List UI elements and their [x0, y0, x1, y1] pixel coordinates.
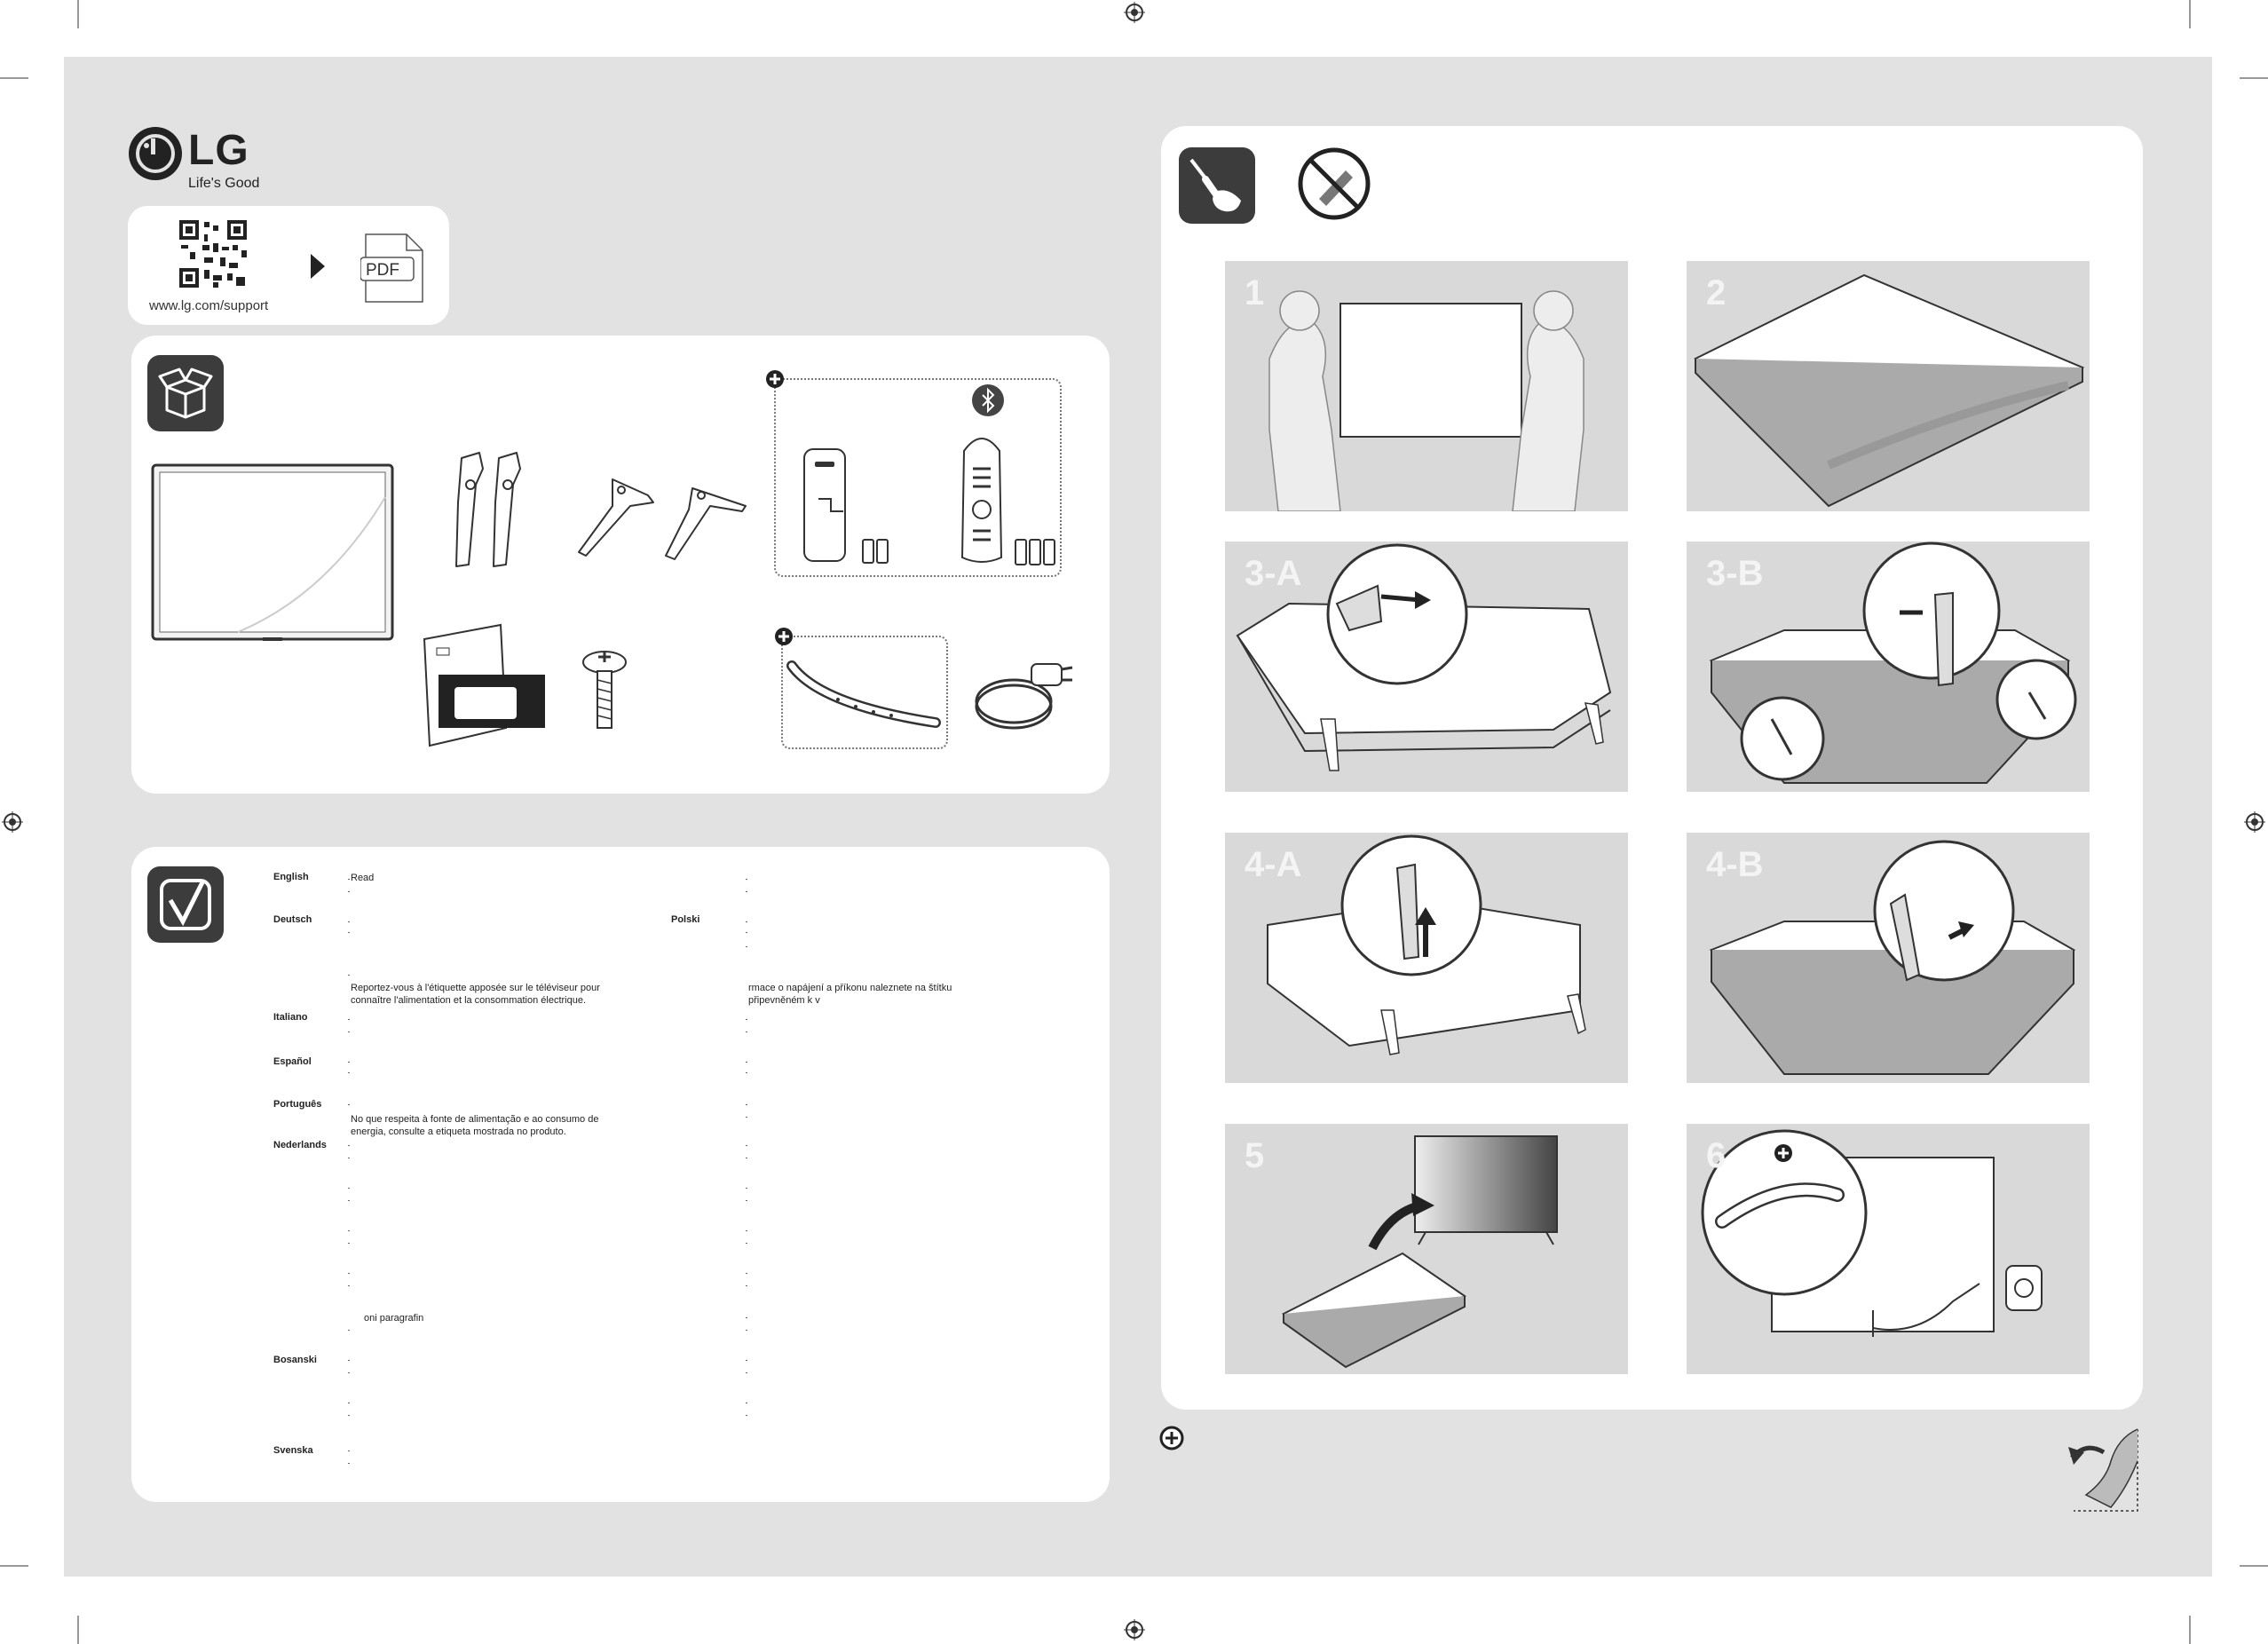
stand-legs-item: [444, 449, 568, 573]
step-cell-3b: 3-B: [1687, 541, 2090, 792]
step-number: 5: [1245, 1136, 1265, 1175]
step-number: 2: [1706, 273, 1727, 312]
registration-mark-top: [1124, 2, 1145, 23]
stand-feet-item: [568, 470, 763, 568]
bluetooth-icon: [971, 383, 1005, 417]
language-portugues: Português: [273, 1099, 322, 1110]
magic-remote-item: [955, 424, 1062, 570]
language-nederlands: Nederlands: [273, 1140, 327, 1150]
step-number: 4-A: [1245, 845, 1302, 884]
lg-logo-text: LG: [188, 127, 249, 174]
step-number: 4-B: [1706, 845, 1764, 884]
pdf-label: PDF: [366, 261, 399, 280]
note-portuguese: No que respeita à fonte de alimentação e…: [351, 1114, 599, 1137]
safety-notes-panel: [131, 847, 1110, 1502]
no-cutter-icon: [1296, 146, 1372, 222]
language-deutsch: Deutsch: [273, 914, 312, 925]
tv-screen-item: [149, 462, 396, 644]
pdf-icon[interactable]: [360, 233, 424, 304]
step-cell-3a: 3-A: [1225, 541, 1628, 792]
language-italiano: Italiano: [273, 1012, 308, 1023]
language-bosanski: Bosanski: [273, 1355, 317, 1365]
note-czech: rmace o napájení a příkonu naleznete na …: [748, 983, 952, 1006]
screw-item: [581, 648, 628, 737]
step-cell-4a: 4-A: [1225, 833, 1628, 1083]
note-english: Read: [351, 873, 375, 883]
remote-control-item: [799, 444, 897, 568]
language-espanol: Español: [273, 1056, 312, 1067]
lg-tagline: Life's Good: [188, 176, 260, 191]
registration-mark-left: [2, 811, 23, 833]
screwdriver-icon: [1179, 147, 1255, 224]
step-cell-1: 1: [1225, 261, 1628, 511]
plus-icon: [765, 369, 785, 389]
cable-tie-item: [785, 655, 941, 730]
language-polski: Polski: [671, 914, 700, 925]
language-english: English: [273, 872, 309, 882]
qr-code-icon[interactable]: [178, 218, 249, 289]
page-turn-icon[interactable]: [2065, 1426, 2145, 1518]
checkmark-icon: [147, 866, 224, 943]
plus-icon: [1159, 1426, 1184, 1450]
plus-icon: [1774, 1143, 1793, 1163]
language-svenska: Svenska: [273, 1445, 313, 1456]
note-french: Reportez-vous à l'étiquette apposée sur …: [351, 983, 600, 1006]
plus-icon: [774, 627, 794, 646]
step-number: 3-A: [1245, 554, 1302, 593]
note-italian-fragment: oni paragrafin: [364, 1313, 424, 1324]
optional-remote-box: [774, 378, 1062, 577]
box-contents-icon: [147, 355, 224, 431]
support-url[interactable]: www.lg.com/support: [149, 298, 269, 313]
registration-mark-bottom: [1124, 1619, 1145, 1640]
lg-logo-icon: [129, 127, 182, 180]
step-cell-4b: 4-B: [1687, 833, 2090, 1083]
step-number: 3-B: [1706, 554, 1764, 593]
power-cord-item: [969, 657, 1076, 737]
registration-mark-right: [2244, 811, 2265, 833]
manual-documents-item: [421, 621, 554, 751]
lg-logo: [126, 124, 185, 183]
step-cell-6: 6: [1687, 1124, 2090, 1374]
optional-cable-tie-box: [781, 636, 948, 749]
arrow-right-icon: [311, 254, 325, 279]
step-number: 6: [1706, 1136, 1727, 1175]
step-number: 1: [1245, 273, 1265, 312]
step-cell-5: 5: [1225, 1124, 1628, 1374]
step-cell-2: 2: [1687, 261, 2090, 511]
